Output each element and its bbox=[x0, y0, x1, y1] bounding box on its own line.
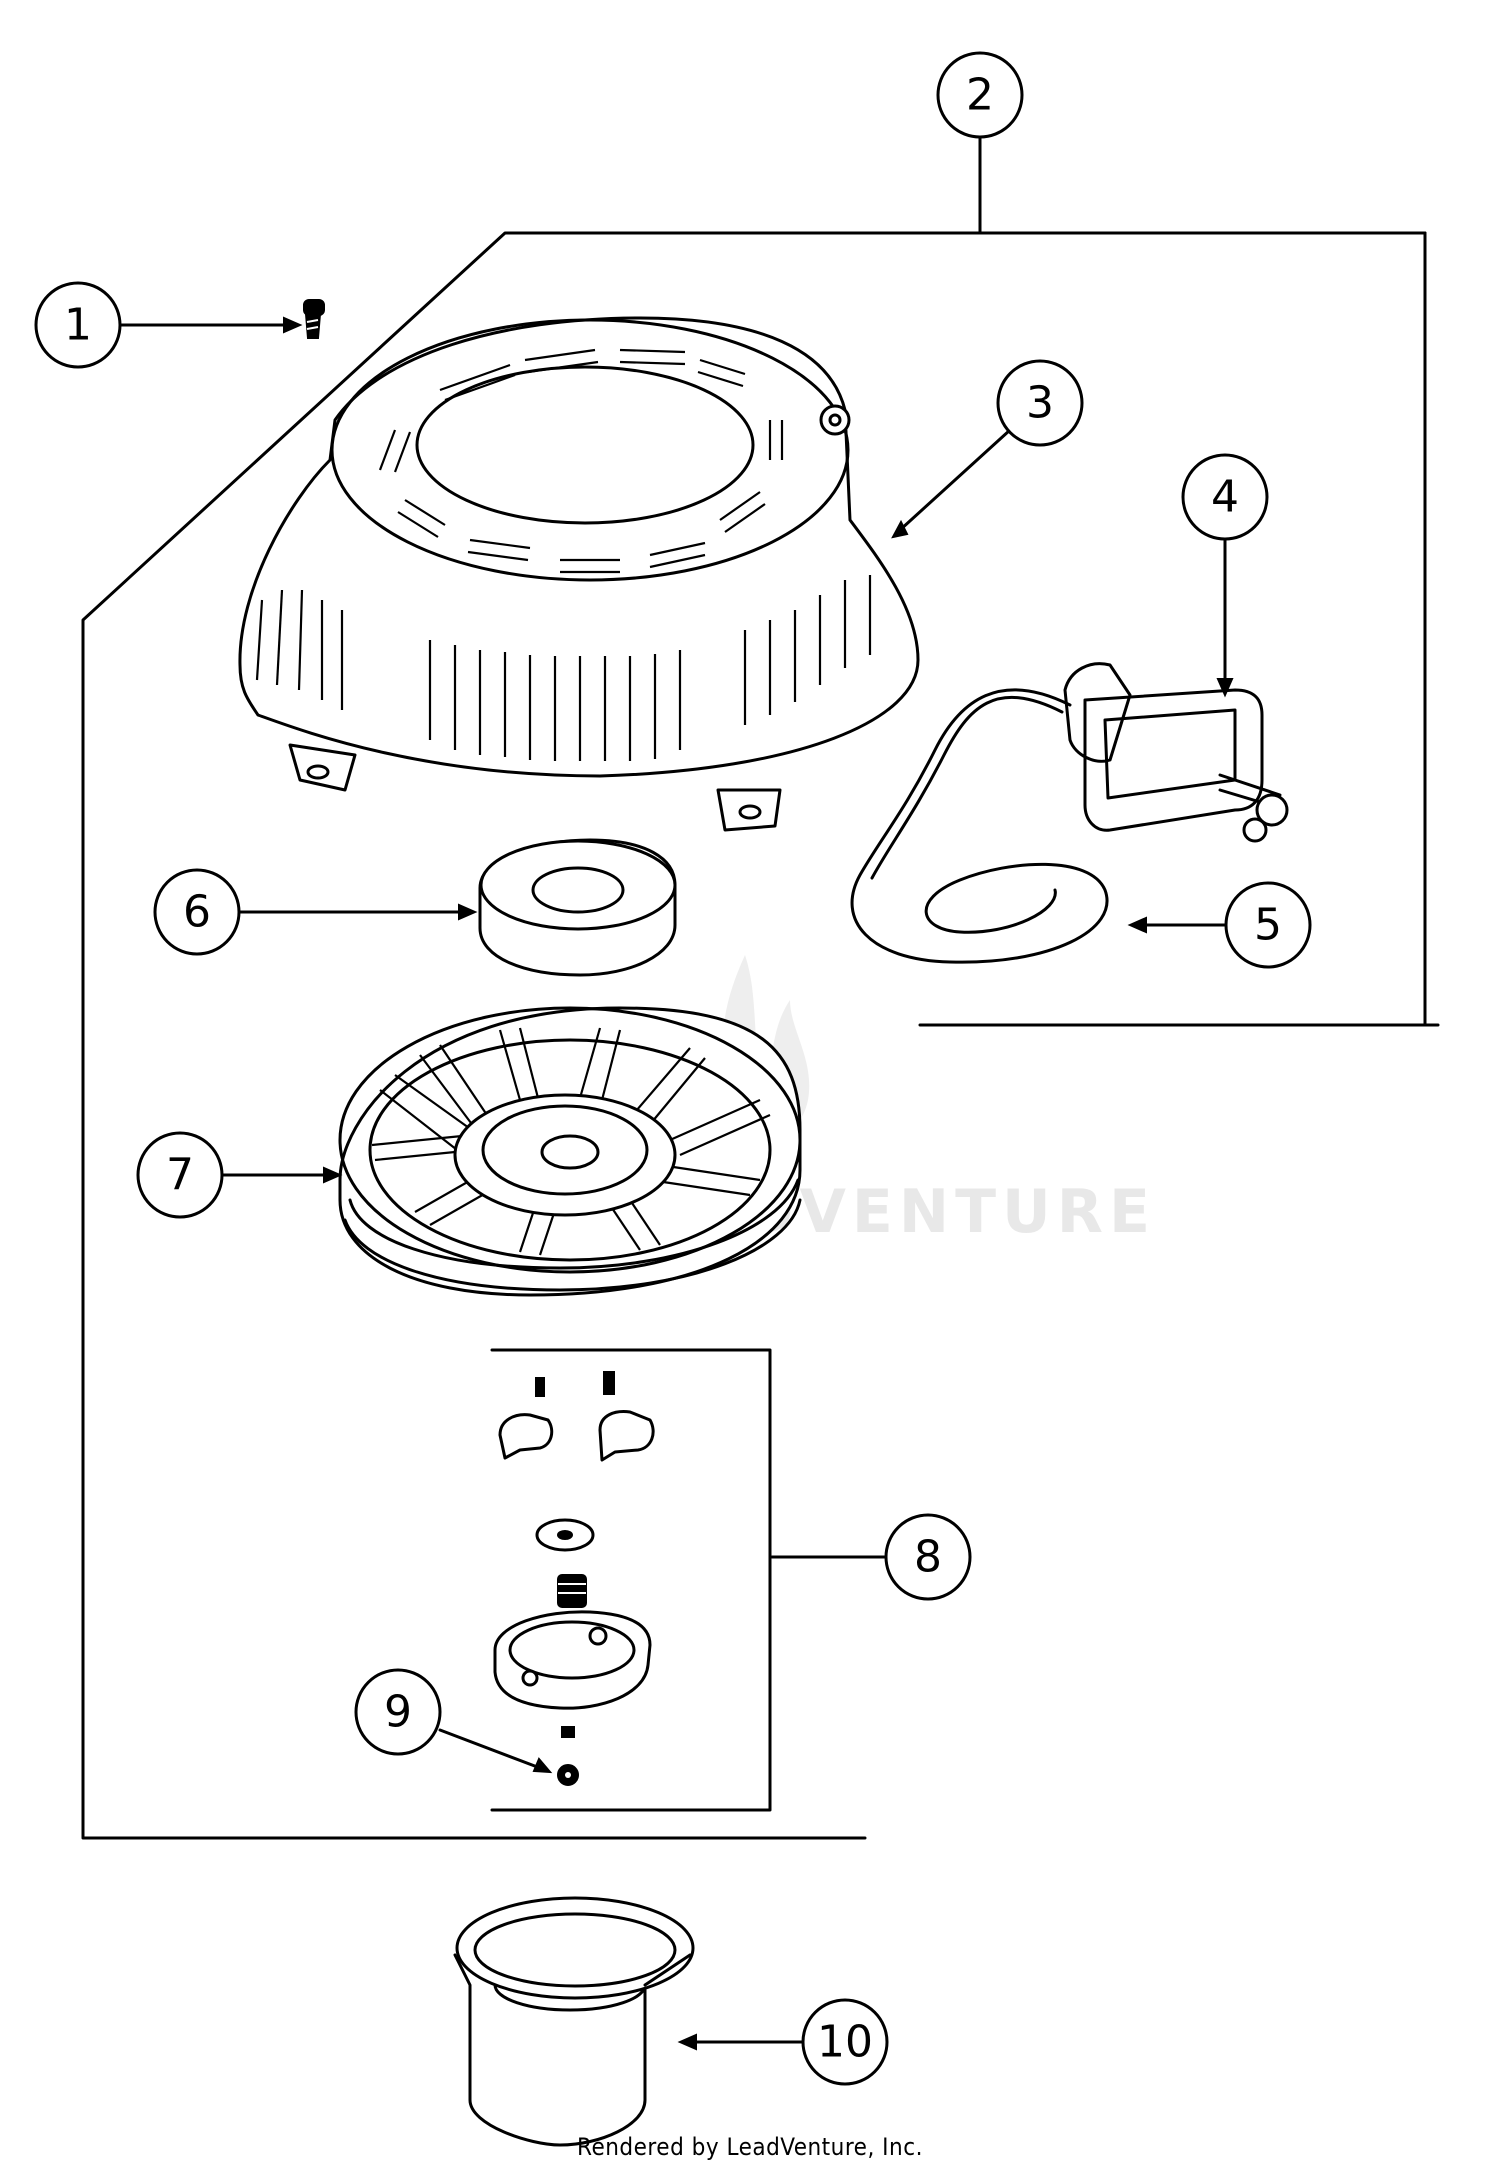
ratchet-kit bbox=[490, 1348, 772, 1812]
starter-pulley bbox=[338, 1006, 802, 1297]
callout-10: 10 bbox=[801, 1998, 889, 2086]
callout-3: 3 bbox=[996, 359, 1084, 447]
callout-label: 1 bbox=[64, 300, 92, 351]
callout-label: 7 bbox=[166, 1150, 194, 1201]
callout-8: 8 bbox=[884, 1513, 972, 1601]
callout-label: 6 bbox=[183, 887, 211, 938]
starter-cup bbox=[453, 1896, 695, 2147]
callout-6: 6 bbox=[153, 868, 241, 956]
callout-1: 1 bbox=[34, 281, 122, 369]
leader-lines bbox=[118, 316, 1234, 2051]
callout-label: 5 bbox=[1254, 900, 1282, 951]
callout-5: 5 bbox=[1224, 881, 1312, 969]
starter-handle bbox=[1063, 662, 1289, 843]
render-credit: Rendered by LeadVenture, Inc. bbox=[577, 2133, 923, 2161]
callout-label: 9 bbox=[384, 1687, 412, 1738]
washer bbox=[478, 838, 677, 977]
screw-part bbox=[303, 299, 325, 339]
callout-label: 3 bbox=[1026, 378, 1054, 429]
callout-2: 2 bbox=[936, 51, 1024, 139]
callout-4: 4 bbox=[1181, 453, 1269, 541]
assembly-bracket bbox=[81, 110, 1440, 1840]
callout-label: 2 bbox=[966, 70, 994, 121]
callout-label: 10 bbox=[817, 2017, 873, 2068]
callout-7: 7 bbox=[136, 1131, 224, 1219]
callout-label: 4 bbox=[1211, 472, 1239, 523]
starter-housing bbox=[238, 316, 920, 832]
callout-label: 8 bbox=[914, 1532, 942, 1583]
starter-rope bbox=[850, 688, 1109, 964]
callout-9: 9 bbox=[354, 1668, 442, 1756]
